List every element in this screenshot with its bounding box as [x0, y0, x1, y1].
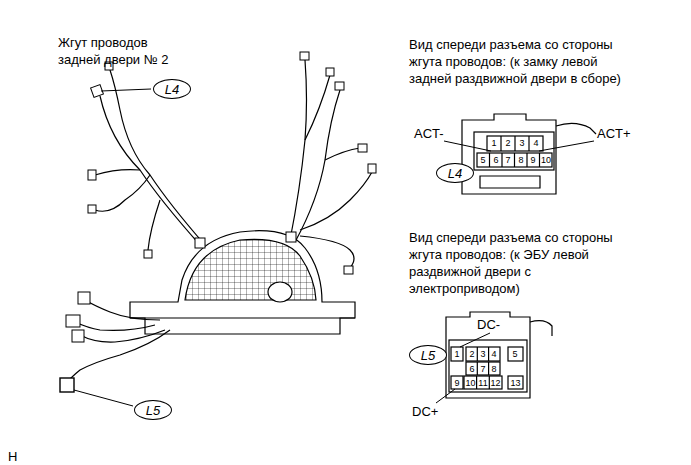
callout-oval: L5	[134, 400, 172, 420]
callout-oval: L4	[153, 79, 191, 99]
callout-oval: L4	[436, 163, 474, 183]
pin-number: 12	[490, 378, 500, 388]
pin-number: 10	[465, 378, 475, 388]
pin-number: 4	[533, 138, 538, 148]
pin-number: 3	[480, 349, 485, 359]
pin-number: 5	[480, 155, 485, 165]
pin-number: 7	[505, 155, 510, 165]
pin-number: 7	[480, 364, 485, 374]
pin-number: 8	[518, 155, 523, 165]
pin-number: 4	[491, 349, 496, 359]
signal-name: DC-	[477, 316, 500, 333]
callout-oval: L5	[409, 345, 447, 365]
part-name: Жгут проводов задней двери № 2	[58, 34, 183, 68]
pin-number: 5	[512, 349, 517, 359]
pin-number: 2	[469, 349, 474, 359]
pin-number: 2	[505, 138, 510, 148]
pin-number: 6	[469, 364, 474, 374]
pin-number: 8	[491, 364, 496, 374]
connector-code: L5	[146, 403, 160, 418]
signal-name: DC+	[412, 403, 438, 420]
pin-number: 9	[530, 155, 535, 165]
pin-number: 1	[491, 138, 496, 148]
pin-number: 1	[454, 349, 459, 359]
connector-code: L5	[421, 348, 435, 363]
pin-number: 9	[454, 378, 459, 388]
connector-code: L4	[165, 82, 179, 97]
connector-code: L4	[448, 166, 462, 181]
pin-number: 13	[510, 378, 520, 388]
pin-number: 6	[493, 155, 498, 165]
view-heading: Вид спереди разъема со стороны жгута про…	[409, 36, 637, 87]
pin-number: 11	[478, 378, 487, 388]
signal-name: ACT+	[597, 125, 631, 142]
signal-name: ACT-	[414, 125, 444, 142]
view-heading: Вид спереди разъема со стороны жгута про…	[409, 229, 637, 297]
figure-code: H	[8, 448, 17, 465]
pin-number: 10	[541, 155, 551, 165]
pin-number: 3	[519, 138, 524, 148]
